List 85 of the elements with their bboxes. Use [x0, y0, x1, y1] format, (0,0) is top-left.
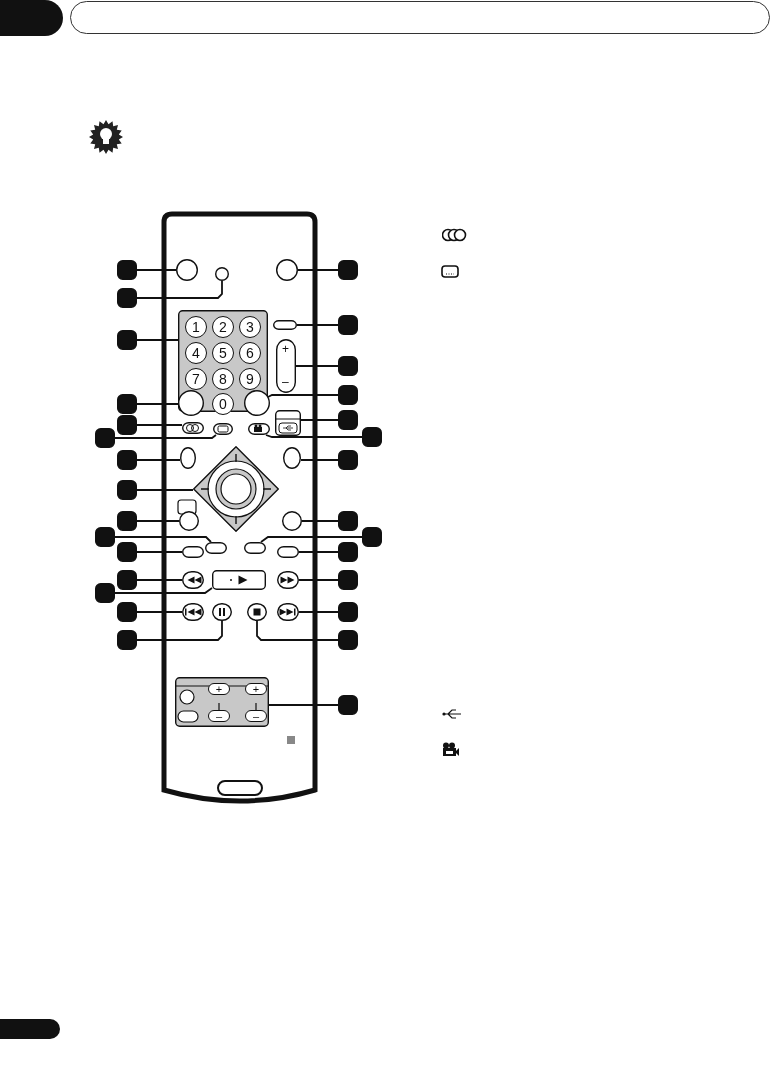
- leader-line: [114, 587, 213, 594]
- leader-line: [136, 424, 183, 426]
- leader-line: [265, 434, 363, 438]
- leader-line: [301, 520, 339, 522]
- leader-line: [114, 536, 212, 543]
- callout-marker: [117, 602, 137, 622]
- leader-line: [300, 419, 339, 421]
- volume-sign: –: [282, 376, 289, 388]
- adjust-key: –: [208, 710, 230, 722]
- leader-line: [136, 551, 183, 553]
- adjust-key: +: [245, 683, 267, 695]
- callout-marker: [338, 511, 358, 531]
- leader-line: [268, 704, 339, 706]
- callout-marker: [117, 260, 137, 280]
- remote-button: [282, 511, 302, 531]
- remote-button: [178, 390, 204, 416]
- leader-line: [136, 611, 183, 613]
- leader-line: [136, 269, 177, 271]
- leader-line: [267, 394, 339, 398]
- leader-line: [136, 280, 223, 299]
- callout-marker: [117, 480, 137, 500]
- callout-marker: [117, 288, 137, 308]
- leader-line: [136, 339, 179, 341]
- callout-marker: [95, 583, 115, 603]
- leader-line: [256, 620, 339, 641]
- play-button: [212, 570, 266, 590]
- callout-marker: [117, 542, 137, 562]
- audio-button: [182, 422, 204, 434]
- remote-button: [273, 320, 297, 330]
- leader-line: [136, 459, 181, 461]
- callout-marker: [338, 315, 358, 335]
- leader-line: [260, 536, 363, 543]
- callout-marker: [338, 695, 358, 715]
- callout-marker: [117, 511, 137, 531]
- remote-button: [244, 542, 266, 554]
- usb-button: [275, 410, 301, 436]
- callout-marker: [117, 330, 137, 350]
- callout-marker: [338, 450, 358, 470]
- remote-button: [277, 546, 299, 558]
- adjust-key: +: [208, 683, 230, 695]
- callout-marker: [117, 630, 137, 650]
- leader-line: [136, 489, 194, 491]
- leader-line: [298, 611, 339, 613]
- remote-button: [244, 390, 270, 416]
- subtitle-button: [213, 423, 233, 435]
- callout-marker: [338, 356, 358, 376]
- leader-line: [296, 324, 339, 326]
- leader-line: [295, 365, 339, 367]
- callout-marker: [117, 415, 137, 435]
- callout-marker: [362, 427, 382, 447]
- callout-marker: [95, 428, 115, 448]
- leader-line: [136, 520, 180, 522]
- callout-marker: [338, 542, 358, 562]
- remote-button: [215, 267, 229, 281]
- leader-line: [136, 620, 223, 641]
- remote-button: [179, 511, 199, 531]
- callout-marker: [117, 450, 137, 470]
- leader-line: [297, 269, 339, 271]
- callout-marker: [338, 260, 358, 280]
- remote-button: [205, 542, 227, 554]
- callout-marker: [338, 602, 358, 622]
- callout-marker: [338, 410, 358, 430]
- callout-marker: [362, 527, 382, 547]
- callout-marker: [95, 527, 115, 547]
- remote-button: [176, 259, 198, 281]
- leader-line: [298, 579, 339, 581]
- callout-marker: [338, 630, 358, 650]
- volume-sign: +: [282, 343, 289, 355]
- remote-button: [283, 447, 301, 469]
- callout-marker: [117, 394, 137, 414]
- adjust-key: –: [245, 710, 267, 722]
- leader-line: [136, 403, 179, 405]
- camera-button: [248, 423, 270, 435]
- leader-line: [298, 551, 339, 553]
- leader-line: [114, 434, 217, 439]
- remote-button: [276, 259, 298, 281]
- callout-marker: [117, 570, 137, 590]
- remote-button: [182, 546, 204, 558]
- leader-line: [136, 579, 183, 581]
- leader-line: [300, 459, 339, 461]
- remote-button: [180, 447, 196, 469]
- direction-pad: [193, 446, 279, 532]
- remote-button: [276, 339, 296, 393]
- callout-marker: [338, 570, 358, 590]
- callout-marker: [338, 385, 358, 405]
